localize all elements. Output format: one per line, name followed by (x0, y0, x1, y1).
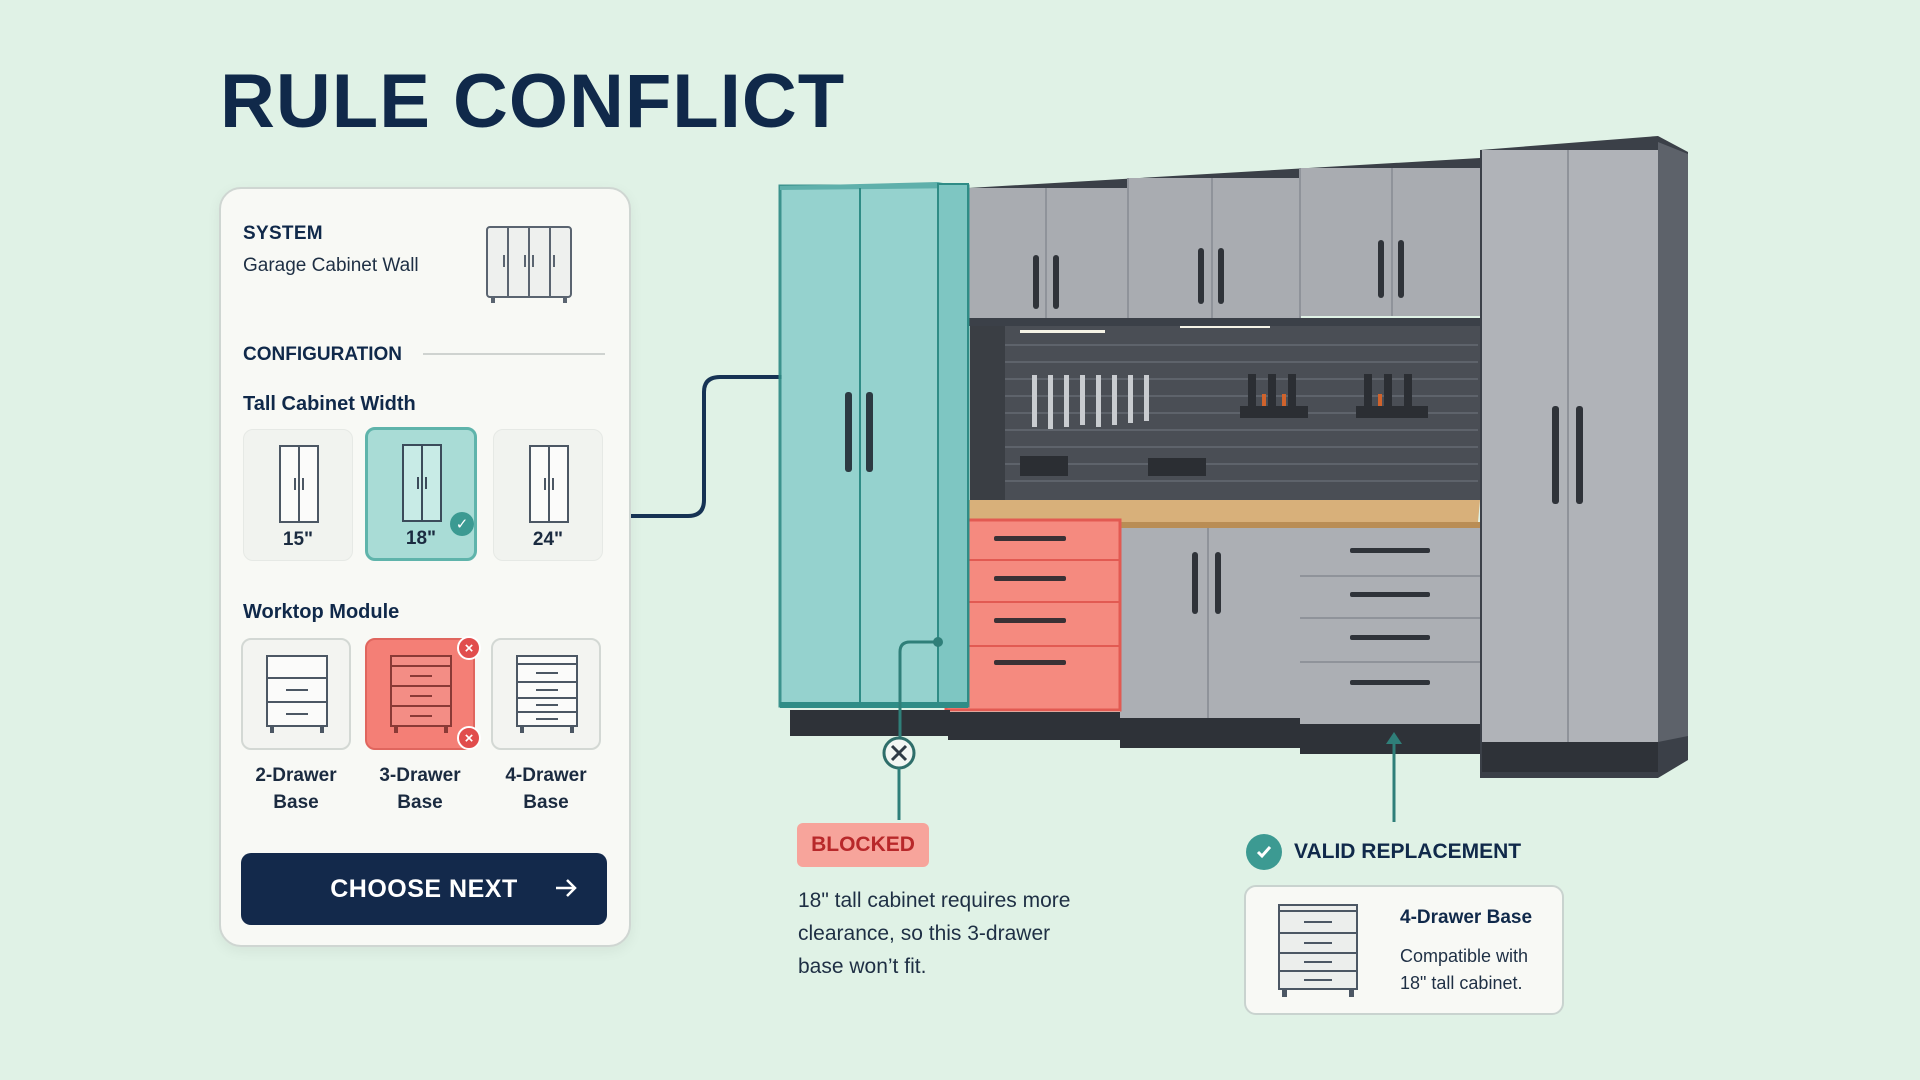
choose-next-button[interactable]: CHOOSE NEXT (241, 853, 607, 925)
blocked-explanation: 18" tall cabinet requires more clearance… (798, 889, 1071, 978)
drawer-base-icon (266, 655, 328, 733)
drawer-base-icon (390, 655, 452, 733)
module-option-4-drawer[interactable]: 4-Drawer Base (491, 638, 601, 813)
module-option-label: 3-Drawer Base (379, 765, 461, 813)
drawer-base-icon (1278, 904, 1358, 997)
system-value: Garage Cabinet Wall (243, 255, 419, 276)
tall-cabinet-icon (402, 444, 442, 522)
check-icon: ✓ (450, 512, 474, 536)
drawer-base-icon (516, 655, 578, 733)
width-option-label: 18" (405, 528, 437, 549)
module-section-label: Worktop Module (243, 601, 400, 623)
module-option-label: 4-Drawer Base (505, 765, 587, 813)
valid-card-title: 4-Drawer Base (1400, 907, 1533, 928)
width-section-label: Tall Cabinet Width (243, 393, 416, 415)
arrow-right-icon (556, 879, 577, 897)
width-option-label: 15" (282, 529, 314, 550)
close-icon: × (457, 726, 481, 750)
choose-next-label: CHOOSE NEXT (330, 874, 518, 903)
check-icon (1246, 834, 1282, 870)
tall-cabinet-icon (279, 445, 319, 523)
tall-cabinet-icon (529, 445, 569, 523)
configuration-heading: CONFIGURATION (243, 344, 403, 365)
page-title: RULE CONFLICT (220, 59, 846, 144)
module-option-2-drawer[interactable]: 2-Drawer Base (241, 638, 351, 813)
width-option-18[interactable]: ✓ 18" (365, 427, 477, 561)
blocked-badge: BLOCKED (797, 823, 929, 867)
module-option-3-drawer[interactable]: × × 3-Drawer Base (365, 636, 481, 813)
valid-replacement-label: VALID REPLACEMENT (1294, 840, 1522, 863)
width-option-15[interactable]: 15" (243, 429, 353, 561)
divider (423, 353, 605, 355)
system-label: SYSTEM (243, 223, 323, 244)
module-option-label: 2-Drawer Base (255, 765, 337, 813)
close-icon: × (457, 636, 481, 660)
configuration-panel: SYSTEM Garage Cabinet Wall CONFIGURATION… (219, 187, 631, 947)
width-option-24[interactable]: 24" (493, 429, 603, 561)
valid-replacement-heading: VALID REPLACEMENT (1246, 834, 1521, 870)
valid-card-description: Compatible with 18" tall cabinet. (1400, 946, 1529, 993)
valid-replacement-card[interactable]: 4-Drawer Base Compatible with 18" tall c… (1244, 885, 1564, 1015)
width-option-label: 24" (532, 529, 564, 550)
cabinet-wall-icon (486, 226, 572, 303)
